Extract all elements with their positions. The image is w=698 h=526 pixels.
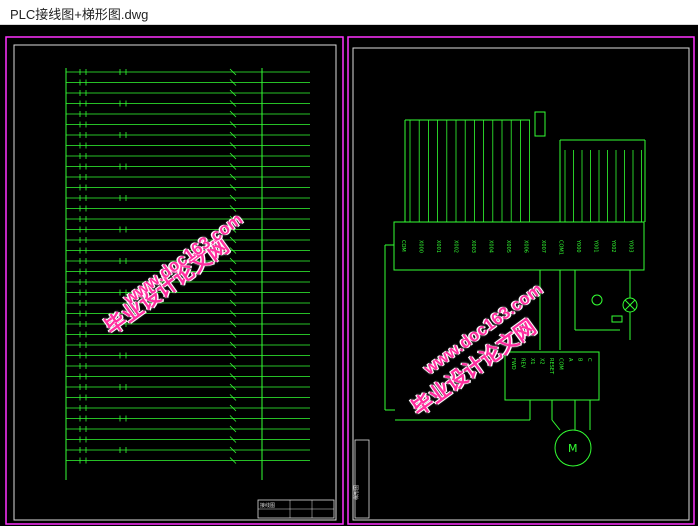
coil-mark	[229, 404, 237, 412]
coil-mark	[229, 205, 237, 212]
inverter-terminal-label: C	[586, 358, 592, 362]
coil-mark	[229, 79, 237, 86]
coil-mark	[229, 89, 237, 97]
plc-terminal-label: Y003	[628, 239, 634, 253]
plc-terminal-label: Y001	[593, 239, 599, 253]
left-sheet-frame	[5, 36, 344, 525]
wiring-rungs	[66, 68, 310, 464]
wiring-diagram	[65, 68, 263, 480]
plc-terminal-label: COM	[400, 240, 406, 252]
coil-mark	[229, 226, 237, 233]
plc-terminal-label: X003	[470, 240, 476, 253]
right-sheet-border	[352, 47, 690, 521]
coil-mark	[229, 394, 237, 401]
cad-canvas[interactable]: 接线图	[0, 25, 698, 526]
plc-terminal-label: X000	[418, 240, 424, 253]
motor	[554, 429, 592, 467]
coil-mark	[229, 184, 237, 191]
power-supply-block	[534, 111, 546, 137]
coil-mark	[229, 268, 237, 275]
plc-terminal-label: X006	[523, 240, 529, 253]
resistor	[611, 315, 623, 323]
cad-drawing-viewport[interactable]: 接线图	[0, 25, 698, 526]
coil-mark	[229, 436, 237, 443]
inverter-terminal-label: REV	[520, 358, 526, 369]
motor-label: M	[568, 442, 578, 455]
window-titlebar: PLC接线图+梯形图.dwg	[0, 0, 698, 25]
coil-mark	[229, 457, 237, 464]
inverter-terminal-label: FWD	[510, 358, 516, 370]
coil-mark	[229, 362, 237, 370]
plc-terminal-label: X004	[488, 240, 494, 253]
plc-terminal-label: X007	[540, 240, 546, 253]
coil-mark	[229, 415, 237, 422]
coil-mark	[229, 236, 237, 244]
coil-mark	[229, 247, 237, 254]
coil-mark	[229, 278, 237, 286]
coil-mark	[229, 68, 237, 76]
coil-mark	[229, 373, 237, 380]
dc-source	[591, 294, 603, 306]
plc-terminal-labels: COM X000 X001 X002 X003 X004 X005 X006 X007 COM1 Y…	[400, 239, 634, 255]
coil-mark	[229, 194, 237, 202]
coil-mark	[229, 257, 237, 265]
coil-mark	[229, 383, 237, 391]
plc-terminal-label: X002	[453, 240, 459, 253]
coil-mark	[229, 320, 237, 328]
coil-mark	[229, 446, 237, 454]
coil-mark	[229, 173, 237, 181]
coil-mark	[229, 352, 237, 359]
plc-terminal-label: Y002	[610, 239, 616, 253]
inverter-terminal-label: RESET	[548, 358, 554, 375]
coil-mark	[229, 100, 237, 107]
plc-terminal-label: Y000	[575, 239, 581, 253]
coil-mark	[229, 215, 237, 223]
coil-mark	[229, 110, 237, 118]
coil-mark	[229, 163, 237, 170]
inverter-terminal-label: X2	[539, 358, 545, 365]
coil-mark	[229, 121, 237, 128]
right-title-block	[354, 439, 370, 519]
coil-mark	[229, 152, 237, 160]
plc-body	[393, 221, 645, 271]
inverter-terminal-label: COM	[558, 358, 564, 370]
coil-mark	[229, 310, 237, 317]
inverter-terminal-label: B	[577, 358, 583, 362]
coil-mark	[229, 299, 237, 307]
plc-wiring	[384, 111, 646, 467]
plc-terminal-label: X005	[505, 240, 511, 253]
left-sheet-border	[13, 44, 337, 521]
window-title: PLC接线图+梯形图.dwg	[10, 7, 149, 22]
coil-mark	[229, 331, 237, 338]
left-title-block-label: 接线图	[260, 502, 275, 509]
plc-terminal-label: COM1	[558, 240, 564, 255]
coil-mark	[229, 142, 237, 149]
coil-mark	[229, 131, 237, 139]
coil-mark	[229, 341, 237, 349]
inverter-terminal-label: A	[567, 358, 573, 362]
coil-mark	[229, 289, 237, 296]
right-sheet-frame	[347, 36, 695, 525]
plc-terminal-label: X001	[435, 240, 441, 253]
right-title-block-label: 梯形图	[353, 485, 360, 500]
inverter-terminal-label: X1	[529, 358, 535, 365]
coil-mark	[229, 425, 237, 433]
